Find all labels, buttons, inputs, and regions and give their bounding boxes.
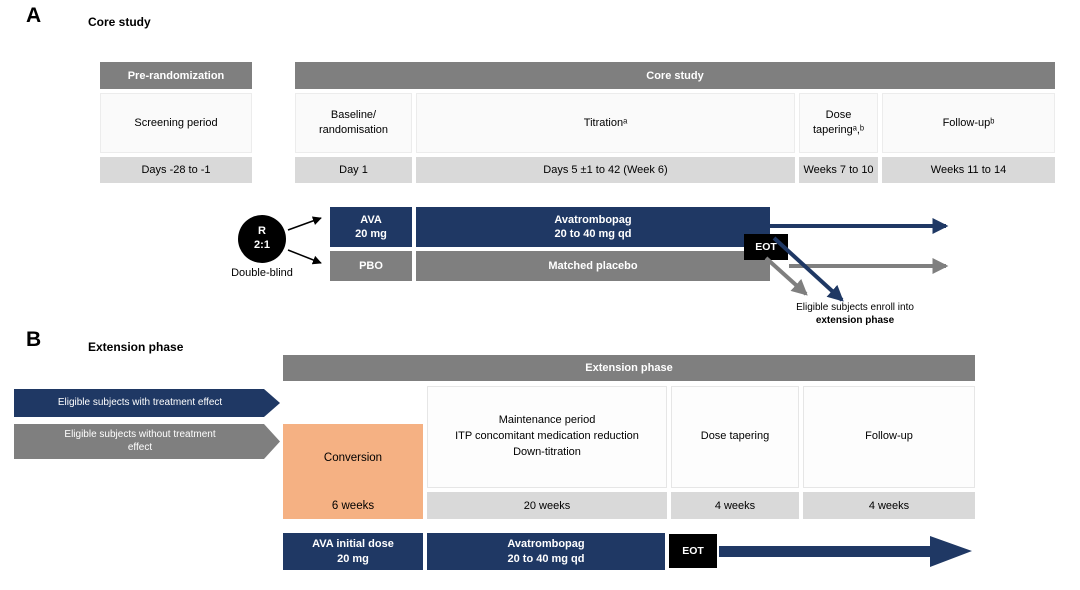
- eligible-with-effect-arrow: Eligible subjects with treatment effect: [14, 389, 280, 417]
- extension-phase-header: Extension phase: [283, 355, 975, 381]
- r-to-pbo-arrow: [287, 249, 322, 265]
- screening-dates-cell: Days -28 to -1: [100, 157, 252, 183]
- pbo-box: PBO: [330, 251, 412, 281]
- enroll-note-line1: Eligible subjects enroll into: [796, 302, 914, 313]
- core-study-header: Core study: [295, 62, 1055, 89]
- titration-cell: Titrationᵃ: [416, 93, 795, 153]
- panel-b-label: B: [26, 328, 42, 351]
- enroll-note-line2: extension phase: [815, 315, 895, 326]
- maintenance-cell: Maintenance period ITP concomitant medic…: [427, 386, 667, 488]
- dose-tapering-duration-cell: 4 weeks: [671, 492, 799, 519]
- panel-a-label: A: [26, 4, 42, 27]
- followup-duration-cell: 4 weeks: [803, 492, 975, 519]
- extension-timeline-arrow: [719, 536, 972, 567]
- avatrombopag-bar: Avatrombopag 20 to 40 mg qd: [416, 207, 770, 247]
- baseline-dates-cell: Day 1: [295, 157, 412, 183]
- panel-b-title: Extension phase: [88, 340, 184, 354]
- conversion-cell: Conversion: [283, 424, 423, 492]
- titration-dates-cell: Days 5 ±1 to 42 (Week 6): [416, 157, 795, 183]
- ava-initial-dose-box: AVA initial dose 20 mg: [283, 533, 423, 570]
- r-to-ava-arrow: [287, 216, 322, 231]
- dose-tapering-cell: Dose taperingᵃ,ᵇ: [799, 93, 878, 153]
- randomization-circle: R 2:1: [238, 215, 286, 263]
- eligible-without-effect-arrow: Eligible subjects without treatment effe…: [14, 424, 280, 459]
- dose-tapering-dates-cell: Weeks 7 to 10: [799, 157, 878, 183]
- conversion-duration-cell: 6 weeks: [283, 492, 423, 519]
- eot-box-core: EOT: [744, 234, 788, 260]
- screening-period-cell: Screening period: [100, 93, 252, 153]
- pbo-to-extension-arrow: [764, 256, 808, 296]
- ava-dose-box: AVA 20 mg: [330, 207, 412, 247]
- maintenance-duration-cell: 20 weeks: [427, 492, 667, 519]
- followup-ext-cell: Follow-up: [803, 386, 975, 488]
- followup-cell: Follow-upᵇ: [882, 93, 1055, 153]
- followup-dates-cell: Weeks 11 to 14: [882, 157, 1055, 183]
- double-blind-label: Double-blind: [231, 267, 293, 279]
- dose-tapering-ext-cell: Dose tapering: [671, 386, 799, 488]
- eot-box-extension: EOT: [669, 534, 717, 568]
- pre-randomization-header: Pre-randomization: [100, 62, 252, 89]
- baseline-randomisation-cell: Baseline/ randomisation: [295, 93, 412, 153]
- avatrombopag-ext-bar: Avatrombopag 20 to 40 mg qd: [427, 533, 665, 570]
- matched-placebo-bar: Matched placebo: [416, 251, 770, 281]
- panel-a-title: Core study: [88, 15, 151, 29]
